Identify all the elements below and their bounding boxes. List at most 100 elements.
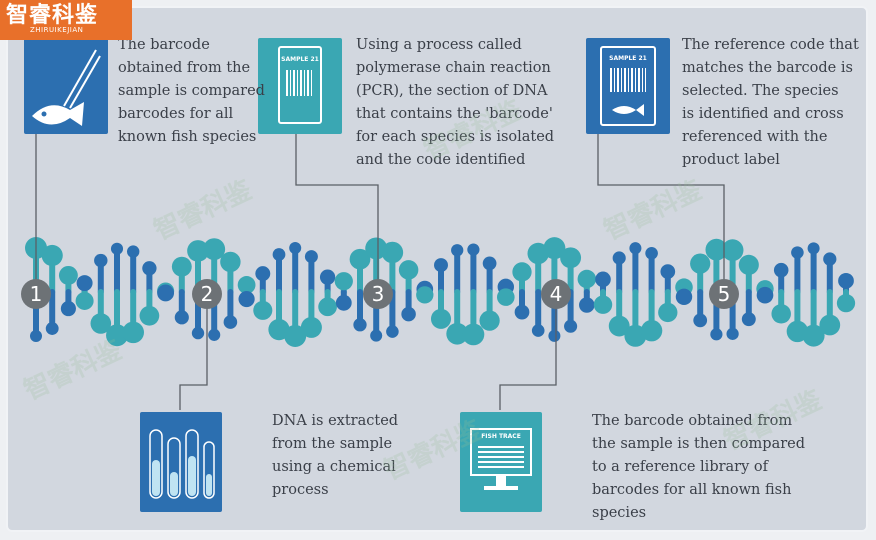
helix-node-top <box>110 242 124 255</box>
helix-node-bottom <box>446 322 469 345</box>
monitor-label: FISH TRACE <box>481 433 521 440</box>
helix-node-top <box>41 244 63 267</box>
helix-node-top <box>690 253 711 274</box>
card-test-tubes <box>140 412 222 512</box>
helix-node-bottom <box>401 306 416 322</box>
step-2-number: 2 <box>192 279 222 309</box>
helix-node-bottom <box>90 313 112 334</box>
helix-node-bottom <box>608 315 630 337</box>
helix-node-bottom <box>675 288 693 306</box>
helix-node-bottom <box>370 329 383 342</box>
helix-node-bottom <box>430 308 452 329</box>
helix-node-top <box>381 241 404 264</box>
helix-node-bottom <box>771 304 791 324</box>
card-fish-sample <box>24 38 108 134</box>
helix-node-top <box>349 248 371 270</box>
helix-node-bottom <box>75 291 94 310</box>
helix-node-top <box>203 238 226 261</box>
helix-node-bottom <box>253 300 273 320</box>
helix-node-bottom <box>335 294 352 311</box>
helix-node-top <box>467 243 480 256</box>
helix-node-top <box>76 275 93 292</box>
helix-node-top <box>304 250 318 264</box>
helix-node-top <box>721 239 744 262</box>
helix-node-top <box>237 276 256 294</box>
helix-node-bottom <box>741 312 756 327</box>
helix-node-top <box>838 273 854 289</box>
helix-node-bottom <box>548 329 561 342</box>
helix-node-bottom <box>658 302 678 323</box>
helix-node-top <box>629 242 642 255</box>
helix-node-top <box>398 260 419 280</box>
helix-node-top <box>334 272 353 291</box>
helix-node-bottom <box>819 314 841 336</box>
dna-helix <box>25 237 856 347</box>
helix-node-top <box>645 247 658 260</box>
helix-node-bottom <box>756 286 774 304</box>
card-result-barcode: SAMPLE 21 <box>586 38 670 134</box>
helix-node-top <box>434 258 448 273</box>
helix-node-top <box>738 254 759 275</box>
card-computer-monitor: FISH TRACE <box>460 412 542 512</box>
step-4-number: 4 <box>541 279 571 309</box>
step-3-text: Using a process called polymerase chain … <box>356 37 555 168</box>
helix-node-bottom <box>45 322 59 335</box>
helix-node-top <box>705 238 728 261</box>
monitor-text-lines <box>478 446 524 468</box>
helix-node-top <box>255 266 271 282</box>
helix-node-bottom <box>238 290 255 308</box>
card-sample-barcode: SAMPLE 21 <box>258 38 342 134</box>
step-5-number: 5 <box>709 279 739 309</box>
helix-node-top <box>142 261 157 276</box>
helix-node-top <box>612 251 626 265</box>
helix-node-top <box>512 262 532 282</box>
helix-node-bottom <box>726 327 739 340</box>
helix-node-bottom <box>462 323 485 346</box>
result-tube: SAMPLE 21 <box>600 46 656 126</box>
helix-node-bottom <box>122 321 144 344</box>
helix-node-bottom <box>353 318 367 332</box>
monitor-base <box>484 486 518 490</box>
helix-node-top <box>807 242 820 255</box>
sample-tube: SAMPLE 21 <box>278 46 322 124</box>
step-4-text: The barcode obtained from the sample is … <box>592 413 806 521</box>
step-2-text: DNA is extracted from the sample using a… <box>272 413 399 498</box>
helix-node-top <box>577 269 597 289</box>
helix-node-top <box>365 237 388 260</box>
helix-node-bottom <box>640 319 663 342</box>
step-1-number: 1 <box>21 279 51 309</box>
helix-node-top <box>560 247 582 269</box>
helix-node-top <box>451 244 464 257</box>
monitor-stand <box>496 476 506 486</box>
helix-node-top <box>94 253 108 268</box>
brand-logo: 智睿科鉴 ZHIRUIKEJIAN <box>0 0 132 40</box>
test-tubes-icon <box>149 429 215 499</box>
helix-node-bottom <box>223 315 238 329</box>
connector-lines <box>35 130 725 410</box>
helix-node-bottom <box>802 324 825 347</box>
helix-node-top <box>58 265 78 285</box>
helix-node-top <box>482 256 497 271</box>
helix-node-top <box>220 251 241 273</box>
helix-node-bottom <box>514 304 530 320</box>
helix-node-bottom <box>60 301 76 317</box>
helix-node-top <box>543 237 566 260</box>
helix-node-bottom <box>284 324 307 347</box>
step-1-text: The barcode obtained from the sample is … <box>118 37 265 145</box>
helix-node-top <box>791 246 804 259</box>
helix-node-bottom <box>579 297 595 313</box>
helix-node-bottom <box>693 313 708 328</box>
helix-node-bottom <box>593 295 613 314</box>
helix-node-bottom <box>106 324 128 347</box>
helix-node-bottom <box>710 328 723 341</box>
helix-node-bottom <box>386 325 399 338</box>
helix-node-top <box>126 245 140 258</box>
helix-node-bottom <box>208 328 221 341</box>
helix-node-bottom <box>139 305 160 326</box>
helix-node-bottom <box>300 316 322 338</box>
helix-node-top <box>660 264 676 279</box>
helix-node-bottom <box>836 293 856 313</box>
result-barcode-stripes <box>610 68 646 92</box>
helix-node-bottom <box>564 319 578 333</box>
